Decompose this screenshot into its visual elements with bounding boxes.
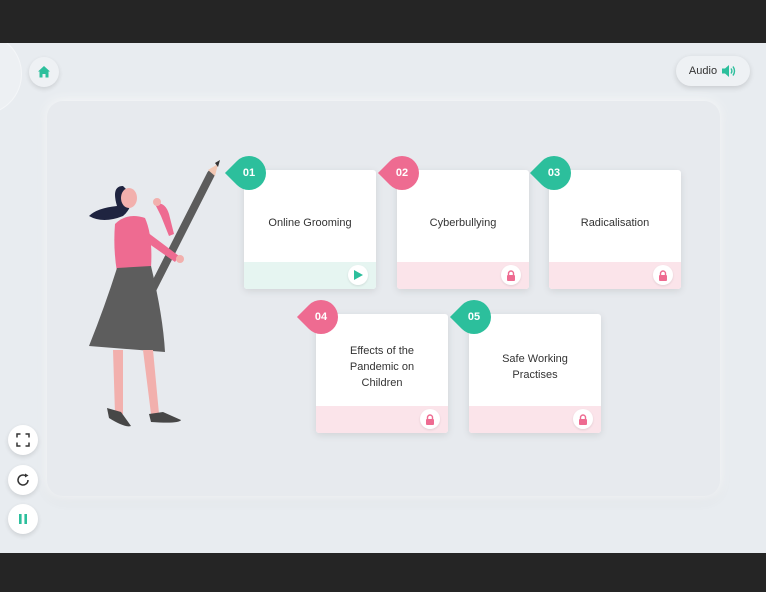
module-title: Safe Working Practises xyxy=(502,353,568,381)
module-title: Effects of the Pandemic on Children xyxy=(349,345,415,389)
restart-button[interactable] xyxy=(8,465,38,495)
lock-badge xyxy=(501,265,521,285)
lock-icon xyxy=(579,413,587,425)
lock-badge xyxy=(420,409,440,429)
home-icon xyxy=(38,66,50,78)
lock-badge xyxy=(573,409,593,429)
module-card-online-grooming[interactable]: 01 Online Grooming xyxy=(224,148,376,289)
lock-icon xyxy=(426,413,434,425)
module-card-effects-of-pandemic[interactable]: 04 Effects of the Pandemic on Children xyxy=(296,292,448,433)
lock-badge xyxy=(653,265,673,285)
pause-button[interactable] xyxy=(8,504,38,534)
play-button[interactable] xyxy=(348,265,368,285)
module-number: 04 xyxy=(314,311,328,323)
home-button[interactable] xyxy=(29,57,59,87)
card-footer xyxy=(549,262,681,289)
module-panel: 01 Online Grooming 02 Cyberbullying xyxy=(47,101,720,496)
card-footer xyxy=(397,262,529,289)
module-title: Online Grooming xyxy=(268,217,352,229)
fullscreen-icon xyxy=(16,433,30,447)
lock-icon xyxy=(659,269,667,281)
module-title: Cyberbullying xyxy=(429,217,497,229)
fullscreen-button[interactable] xyxy=(8,425,38,455)
module-number-badge: 05 xyxy=(449,292,499,342)
speaker-icon xyxy=(722,65,736,77)
module-card-radicalisation[interactable]: 03 Radicalisation xyxy=(529,148,681,289)
module-title: Radicalisation xyxy=(580,217,650,229)
card-footer xyxy=(469,406,601,433)
decorative-circle xyxy=(0,43,22,115)
module-number: 05 xyxy=(467,311,481,323)
course-stage: Audio xyxy=(0,43,766,553)
module-card-safe-working-practises[interactable]: 05 Safe Working Practises xyxy=(449,292,601,433)
audio-button[interactable]: Audio xyxy=(676,56,750,86)
module-card-cyberbullying[interactable]: 02 Cyberbullying xyxy=(377,148,529,289)
play-icon xyxy=(354,270,363,280)
pause-icon xyxy=(19,514,27,524)
lock-icon xyxy=(507,269,515,281)
woman-with-pencil-illustration xyxy=(89,160,220,427)
restart-icon xyxy=(17,473,29,486)
card-footer xyxy=(244,262,376,289)
audio-label: Audio xyxy=(688,65,718,77)
card-footer xyxy=(316,406,448,433)
